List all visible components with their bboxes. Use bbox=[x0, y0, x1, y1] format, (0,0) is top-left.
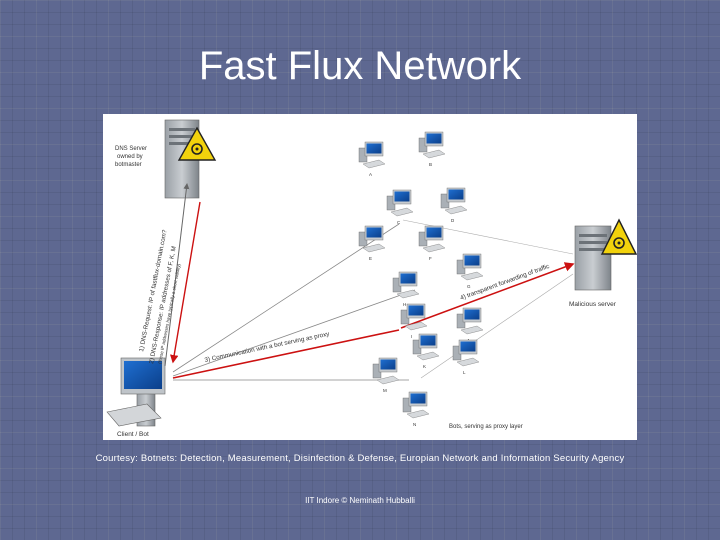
bot-letter: A bbox=[369, 172, 372, 177]
bot-computer bbox=[372, 357, 400, 385]
bot-computer bbox=[452, 339, 480, 367]
bot-letter: B bbox=[429, 162, 432, 167]
bot-letter: C bbox=[397, 220, 401, 225]
bot-letter: K bbox=[423, 364, 426, 369]
biohazard-icon bbox=[177, 126, 217, 161]
link-to-server-line bbox=[420, 273, 574, 379]
slide-title: Fast Flux Network bbox=[198, 44, 522, 88]
dns-server-label: DNS Server owned by botmaster bbox=[115, 146, 149, 168]
bots-label: Bots, serving as proxy layer bbox=[449, 424, 523, 430]
biohazard-icon bbox=[600, 218, 637, 255]
bot-letter: D bbox=[451, 218, 455, 223]
link-to-server-line bbox=[402, 219, 574, 255]
bot-computer bbox=[418, 225, 446, 253]
bot-computer bbox=[400, 303, 428, 331]
diagram-canvas: DNS Server owned by botmaster Malicious … bbox=[106, 119, 637, 438]
bot-letter: F bbox=[429, 256, 432, 261]
bot-computer bbox=[412, 333, 440, 361]
bot-computer bbox=[358, 225, 386, 253]
bot-letter: M bbox=[383, 388, 387, 393]
forwarding-arrow bbox=[400, 262, 575, 329]
link-to-bot-line bbox=[172, 289, 416, 377]
bot-computer bbox=[456, 307, 484, 335]
communication-arrow bbox=[172, 329, 400, 379]
communication-label: 3) Communication with a bot serving as p… bbox=[204, 330, 331, 364]
bot-letter: N bbox=[413, 422, 416, 427]
courtesy-caption: Courtesy: Botnets: Detection, Measuremen… bbox=[95, 453, 625, 464]
fast-flux-diagram: DNS Server owned by botmaster Malicious … bbox=[103, 114, 637, 440]
link-to-bot-line bbox=[172, 223, 400, 373]
dns-request-arrow bbox=[164, 183, 190, 367]
bot-computer bbox=[440, 187, 468, 215]
malicious-server-label: Malicious server bbox=[569, 301, 617, 308]
slide-footer: IIT Indore © Neminath Hubballi bbox=[305, 496, 415, 505]
bot-computer bbox=[402, 391, 430, 419]
bot-computer bbox=[386, 189, 414, 217]
malicious-server bbox=[574, 225, 612, 291]
bot-computer bbox=[358, 141, 386, 169]
bots-layer: ABCDEFGHIJKLMN bbox=[358, 131, 484, 427]
bot-computer bbox=[392, 271, 420, 299]
bot-letter: H bbox=[403, 302, 406, 307]
bot-letter: I bbox=[411, 334, 412, 339]
bot-letter: L bbox=[463, 370, 466, 375]
client-computer bbox=[106, 357, 166, 427]
bot-computer bbox=[456, 253, 484, 281]
bot-computer bbox=[418, 131, 446, 159]
bot-letter: G bbox=[467, 284, 471, 289]
forwarding-label: 4) transparent forwarding of traffic bbox=[459, 263, 550, 302]
bot-letter: E bbox=[369, 256, 372, 261]
dns-response-arrow bbox=[170, 201, 201, 364]
client-label: Client / Bot bbox=[117, 431, 149, 438]
